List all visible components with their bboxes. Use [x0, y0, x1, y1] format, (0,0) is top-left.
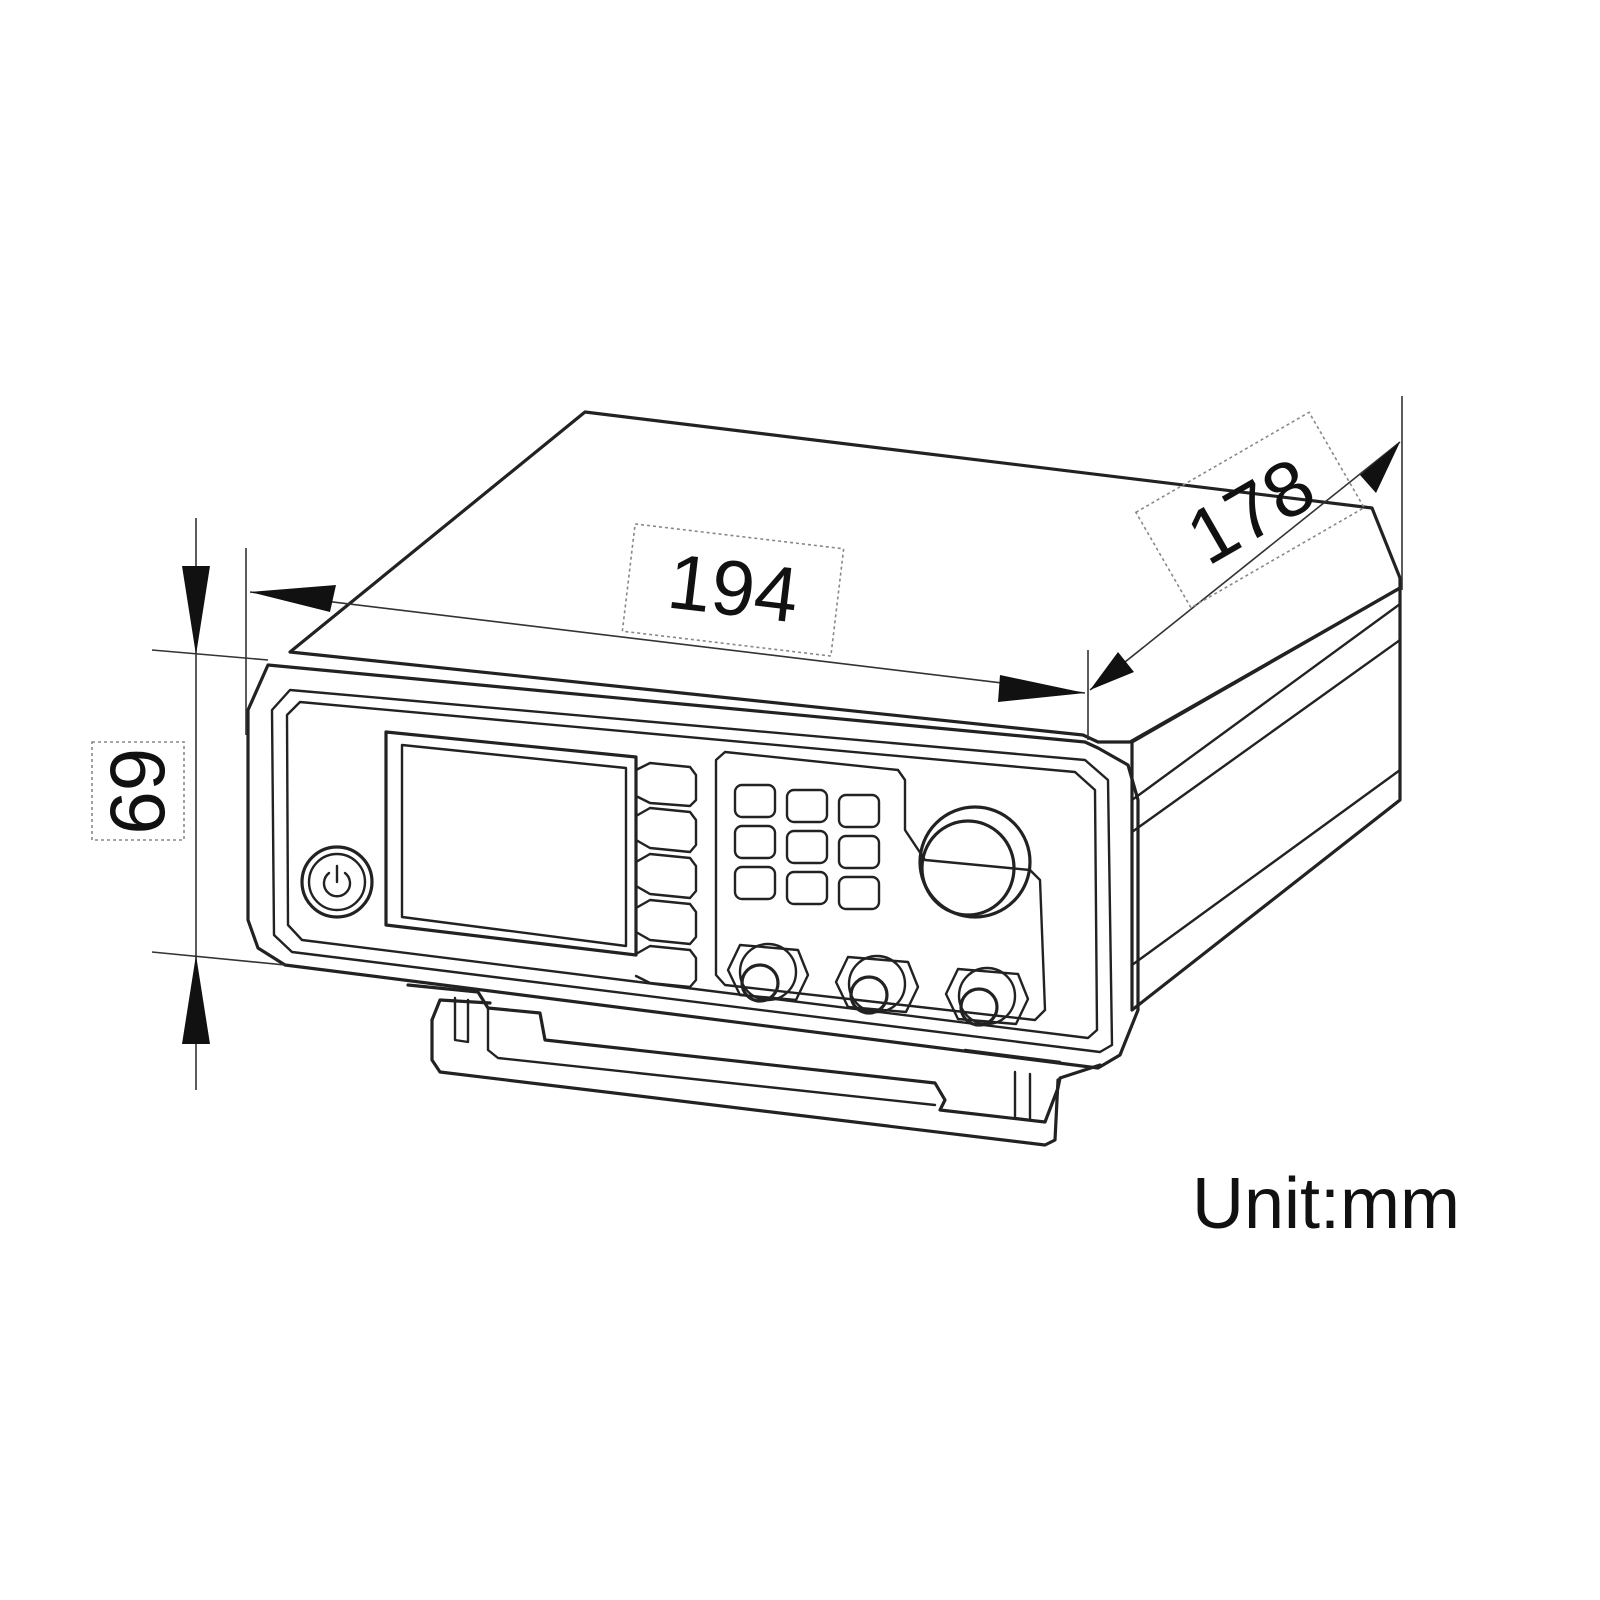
soft-key-1[interactable] [634, 761, 698, 808]
soft-key-4[interactable] [634, 898, 698, 946]
side-rib-3 [1130, 768, 1402, 967]
bnc-connector-2[interactable] [834, 954, 920, 1015]
depth-label: 178 [1172, 440, 1329, 581]
key-8[interactable] [785, 870, 829, 906]
bnc-connector-1[interactable] [726, 942, 810, 1003]
height-arrow-bottom [182, 955, 210, 1044]
depth-dimension: 178 [1089, 396, 1403, 691]
keypad-buttons [733, 783, 881, 911]
height-label: 69 [94, 748, 182, 835]
soft-keys [634, 761, 698, 989]
front-panel-inner [285, 700, 1099, 1040]
depth-arrow-bottom [1090, 652, 1134, 690]
width-arrow-right [998, 675, 1085, 702]
front-panel-frame [270, 688, 1114, 1054]
power-icon [322, 864, 352, 898]
front-bezel [246, 663, 1140, 1070]
lcd-screen [384, 730, 638, 957]
width-arrow-left [250, 585, 336, 612]
key-5[interactable] [785, 829, 829, 865]
soft-key-5[interactable] [634, 944, 698, 989]
key-9[interactable] [837, 875, 881, 911]
key-3[interactable] [837, 793, 881, 829]
side-rib-1 [1130, 602, 1402, 802]
side-panel [1130, 586, 1402, 1012]
width-label: 194 [663, 537, 803, 640]
height-dimension: 69 [91, 518, 286, 1090]
side-rib-2 [1130, 638, 1402, 834]
soft-key-3[interactable] [634, 852, 698, 900]
key-1[interactable] [733, 783, 777, 819]
key-7[interactable] [733, 865, 777, 901]
tilt-stand [406, 983, 1102, 1147]
key-6[interactable] [837, 834, 881, 870]
rotary-knob[interactable] [918, 805, 1032, 919]
height-arrow-top [182, 566, 210, 655]
bnc-connector-3[interactable] [944, 966, 1030, 1027]
key-4[interactable] [733, 824, 777, 860]
key-2[interactable] [785, 788, 829, 824]
top-panel [288, 410, 1402, 744]
device-body [246, 410, 1402, 1070]
depth-arrow-top [1360, 442, 1400, 493]
soft-key-2[interactable] [634, 806, 698, 854]
unit-label: Unit:mm [1192, 1164, 1460, 1244]
power-button[interactable] [300, 845, 374, 919]
width-dimension: 194 [245, 523, 1089, 740]
